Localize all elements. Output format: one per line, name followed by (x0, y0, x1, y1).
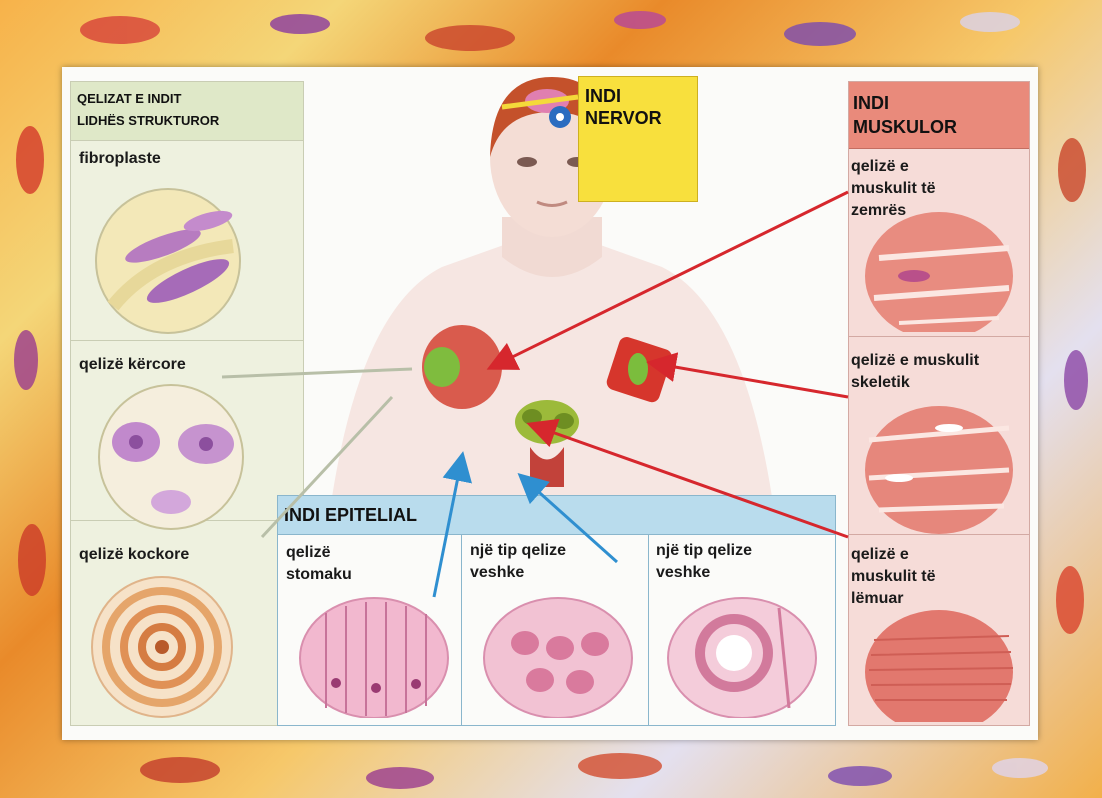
connector-arrows (62, 67, 1038, 740)
cardiac-arrow (492, 192, 848, 367)
tissue-panel: QELIZAT E INDIT LIDHËS STRUKTUROR fibrop… (62, 67, 1038, 740)
bone-connector (262, 397, 392, 537)
smooth-arrow (532, 425, 848, 537)
skeletal-arrow (652, 363, 848, 397)
kidney-arrow (522, 477, 617, 562)
cartilage-connector (222, 369, 412, 377)
stomach-arrow (434, 457, 462, 597)
nervous-connector (502, 97, 578, 107)
